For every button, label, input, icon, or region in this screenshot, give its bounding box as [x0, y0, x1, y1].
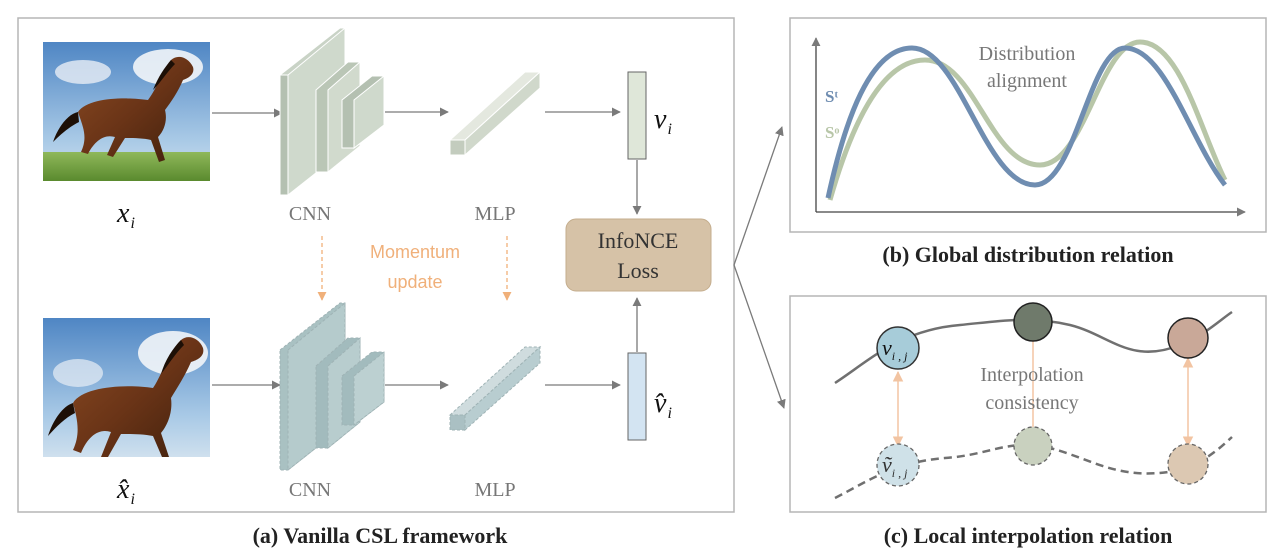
- node-v-tilde-ij: [876, 443, 920, 487]
- mlp-top-label: MLP: [474, 203, 515, 225]
- mlp-bottom-label: MLP: [474, 479, 515, 501]
- input-bottom-label: x̂i: [116, 474, 135, 508]
- node-v-tilde-ij-label: ṽi , j: [882, 452, 908, 480]
- node-v-ij-label: vi , j: [882, 335, 908, 363]
- node-top-3: [1167, 317, 1209, 359]
- vector-bottom-label: v̂i: [654, 388, 672, 422]
- arrow: [733, 126, 784, 266]
- legend-s-o: Sᵒ: [825, 123, 839, 142]
- panel-b-title-line1: Distribution: [979, 43, 1076, 65]
- panel-b-caption: (b) Global distribution relation: [882, 242, 1173, 267]
- panel-b-frame: [789, 17, 1267, 233]
- node-bottom-3: [1167, 443, 1209, 485]
- panel-c-frame: [789, 295, 1267, 513]
- arrow: [733, 264, 786, 409]
- cnn-bottom-label: CNN: [289, 479, 331, 501]
- horse-photo-icon: [43, 318, 210, 457]
- loss-label-line2: Loss: [617, 258, 659, 283]
- node-top-2: [1013, 302, 1053, 342]
- panel-c-title-line2: consistency: [985, 392, 1078, 414]
- cnn-bottom-block: [279, 301, 385, 472]
- panel-a-caption: (a) Vanilla CSL framework: [253, 523, 509, 548]
- panel-c-caption: (c) Local interpolation relation: [884, 523, 1173, 548]
- curve-s-o: [827, 39, 1228, 201]
- horse-photo-icon: [43, 42, 210, 181]
- link: [892, 340, 1194, 448]
- mlp-top-block: [448, 70, 542, 157]
- panel-c-title-line1: Interpolation: [980, 364, 1083, 386]
- momentum-label-line1: Momentum: [370, 242, 460, 262]
- vector-top-label: vi: [654, 104, 672, 138]
- input-top-label: xi: [116, 198, 135, 232]
- panel-b-title-line2: alignment: [987, 70, 1067, 92]
- loss-label-line1: InfoNCE: [598, 228, 679, 253]
- infonce-loss-box: [565, 218, 712, 292]
- node-bottom-2: [1013, 426, 1053, 466]
- cnn-top-label: CNN: [289, 203, 331, 225]
- node-v-ij: [876, 326, 920, 370]
- vector-top: [627, 71, 647, 160]
- legend-s-t: Sᵗ: [825, 87, 838, 106]
- mlp-bottom-block: [448, 345, 542, 432]
- curve-s-t: [825, 45, 1227, 199]
- cnn-top-block: [279, 26, 385, 197]
- vector-bottom: [627, 352, 647, 441]
- momentum-label-line2: update: [387, 272, 442, 292]
